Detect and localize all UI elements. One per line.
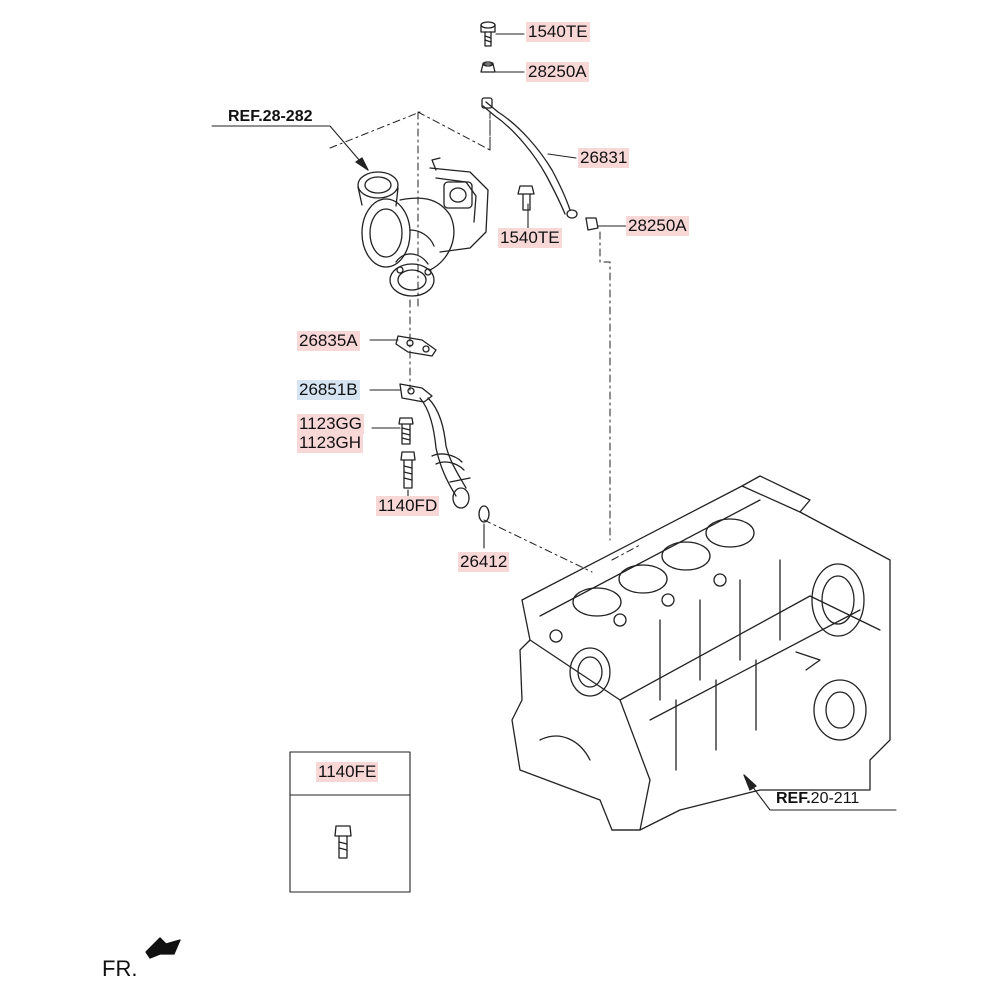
assembly-dashed-lines [329,111,641,573]
part-label-1540te-top[interactable]: 1540TE [526,22,590,42]
part-label-1140fd[interactable]: 1140FD [376,496,440,516]
bolt-1140fe-icon [334,825,352,859]
leader-arrowheads [355,157,757,791]
part-label-1123gg[interactable]: 1123GG [297,414,365,434]
front-orientation-label: FR. [102,956,138,981]
oil-feed-pipe-icon [481,97,578,219]
front-direction-arrow-icon [145,937,181,959]
bolt-1540te-top-icon [480,21,496,47]
gasket-26835a-icon [395,335,437,357]
bolt-1140fd-icon [400,451,416,489]
engine-block-icon [511,475,891,831]
part-label-28250a-mid[interactable]: 28250A [626,216,689,236]
part-label-1540te-mid[interactable]: 1540TE [498,228,562,248]
part-label-26412[interactable]: 26412 [458,552,510,572]
ref-engine-block[interactable]: REF.20-211 [776,790,859,808]
oil-return-pipe-icon [399,383,471,509]
ref-engine-block-prefix: REF. [776,790,811,807]
nut-28250a-top-icon [480,61,496,73]
turbocharger-icon [357,157,489,297]
inset-box [289,751,411,893]
bolt-1123gg-icon [398,417,414,445]
part-label-1123gh[interactable]: 1123GH [297,433,364,453]
nut-28250a-mid-icon [585,217,599,231]
part-label-26831[interactable]: 26831 [578,148,630,168]
part-label-28250a-top[interactable]: 28250A [526,62,589,82]
part-label-26851b[interactable]: 26851B [297,380,360,400]
ref-turbocharger-number: 28-282 [262,108,313,125]
inset-part-label-1140fe[interactable]: 1140FE [316,762,379,782]
bolt-1540te-mid-icon [517,185,535,211]
o-ring-26412-icon [478,505,490,523]
ref-engine-block-number: 20-211 [810,790,860,807]
ref-turbocharger[interactable]: REF.28-282 [228,108,313,126]
ref-turbocharger-prefix: REF. [228,108,263,125]
part-label-26835a[interactable]: 26835A [297,331,360,351]
leader-lines [211,33,897,811]
